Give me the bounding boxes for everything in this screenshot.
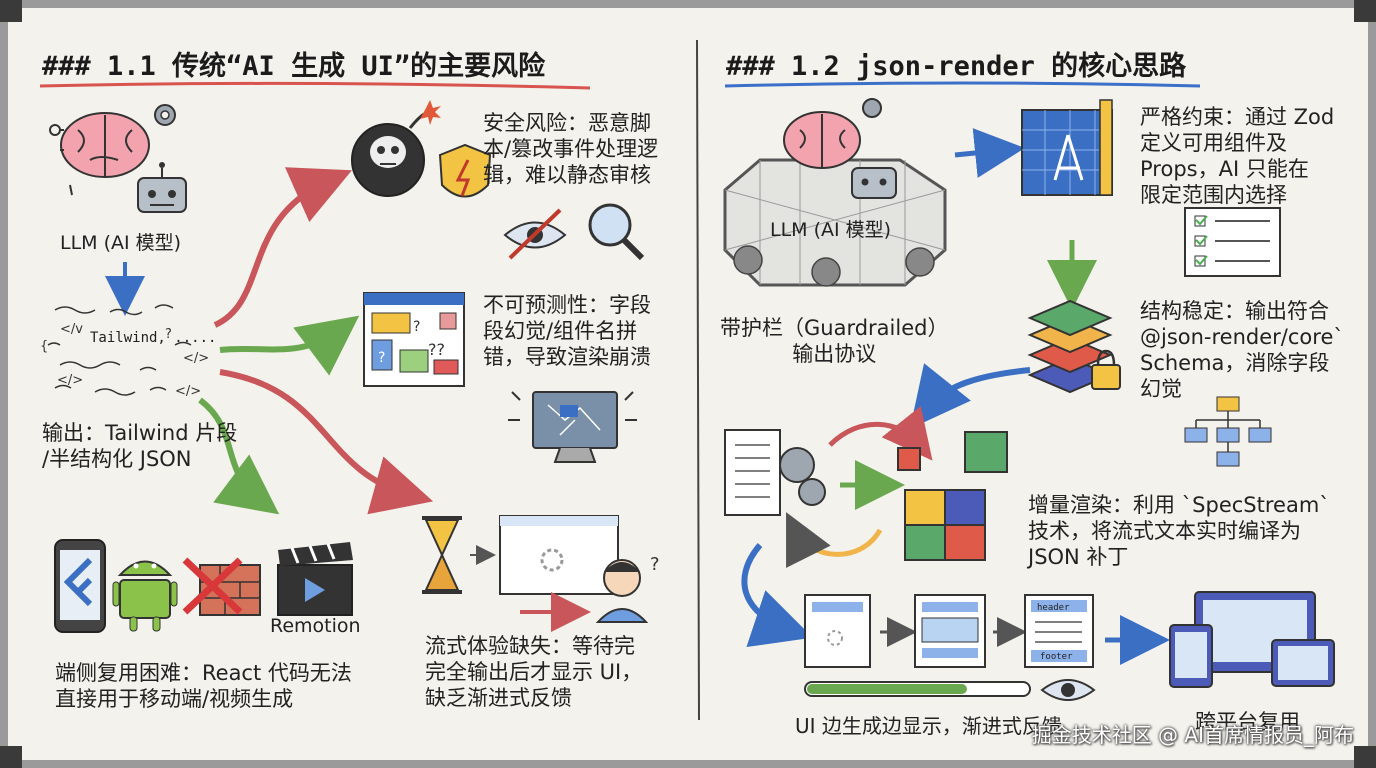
red-cycle-arrow	[828, 405, 933, 461]
eye-icon	[1040, 679, 1096, 701]
arrow-to-render	[909, 363, 1031, 429]
output-label: 输出：Tailwind 片段 /半结构化 JSON	[42, 421, 238, 471]
magnifier-icon	[588, 203, 645, 261]
scroll-document-icon	[724, 429, 826, 516]
yellow-cycle-arrow	[786, 512, 883, 569]
clapperboard-icon	[277, 542, 353, 616]
risk-streaming-text: 流式体验缺失：等待完 完全输出后才显示 UI， 缺乏渐进式反馈	[425, 634, 643, 710]
svg-text:</v: </v	[60, 322, 83, 337]
checklist-icon	[1184, 207, 1281, 277]
stream-window-2-icon	[914, 594, 986, 668]
broken-window-icon: ? ?? ?	[363, 292, 465, 387]
brain-icon	[49, 112, 150, 196]
incremental-render-text: 增量渲染：利用 `SpecStream` 技术，将流式文本实时编译为 JSON …	[1028, 493, 1330, 569]
svg-text:</>: </>	[183, 351, 209, 366]
arrow-to-unpredictable	[219, 315, 360, 376]
progress-bar-icon	[804, 681, 1031, 697]
strict-constraint-text: 严格约束：通过 Zod 定义可用组件及 Props，AI 只能在 限定范围内选择	[1140, 105, 1335, 207]
risk-unpredictable-text: 不可预测性：字段 段幻觉/组件名拼 错，导致渲染崩溃	[483, 293, 651, 369]
confused-user-icon: ?	[595, 554, 660, 623]
tree-structure-icon	[1184, 396, 1272, 467]
frame-corner-icon	[0, 746, 22, 768]
robot-icon	[851, 167, 897, 199]
svg-text:{: {	[40, 339, 48, 354]
multi-device-icon	[1169, 591, 1335, 688]
right-llm-label: LLM (AI 模型)	[770, 219, 892, 241]
arrow-to-reuse	[198, 397, 280, 515]
header-label: header	[1037, 603, 1070, 613]
arrow-to-blueprint	[954, 128, 1025, 178]
broken-monitor-icon	[508, 391, 637, 463]
stream-window-3-icon	[1024, 594, 1094, 668]
frame-corner-icon	[0, 0, 22, 22]
right-title-underline	[724, 81, 1201, 88]
footer-label: footer	[1040, 652, 1073, 662]
left-title-underline	[39, 81, 591, 90]
progressive-label: UI 边生成边显示，渐进式反馈	[795, 714, 1062, 738]
blueprint-icon	[1021, 99, 1113, 196]
cross-platform-label: 跨平台复用	[1195, 710, 1300, 734]
frame-corner-icon	[1354, 0, 1376, 22]
stream-window-1-icon	[804, 594, 871, 668]
hidden-eye-icon	[503, 208, 567, 260]
svg-text:</>: </>	[57, 373, 83, 388]
center-divider	[696, 39, 700, 721]
shield-icon	[438, 143, 492, 198]
brain-icon	[783, 111, 861, 169]
arrow-to-streaming	[219, 369, 434, 515]
android-icon	[112, 560, 178, 632]
brick-wall-cross-icon	[182, 557, 261, 616]
remotion-label: Remotion	[270, 615, 361, 637]
left-llm-label: LLM (AI 模型)	[60, 232, 182, 254]
svg-text:?: ?	[650, 554, 660, 575]
hourglass-icon	[422, 516, 462, 594]
scribble-text: Tailwind, .....	[90, 330, 217, 346]
bomb-skull-icon	[351, 100, 441, 197]
svg-text:?: ?	[378, 350, 385, 366]
svg-text:??: ??	[428, 340, 445, 359]
locked-layers-icon	[1027, 299, 1121, 394]
loading-window-icon	[499, 515, 619, 595]
svg-text:</>: </>	[175, 384, 201, 399]
puzzle-icon	[897, 431, 1008, 561]
robot-icon	[137, 162, 187, 213]
svg-text:?: ?	[165, 327, 172, 342]
code-scribble-icon: </v ? </> </> </> {	[40, 304, 209, 399]
arrow-to-stream	[741, 543, 813, 648]
right-title: ### 1.2 json-render 的核心思路	[726, 51, 1187, 82]
watermark: 掘金技术社区 @ AI首席情报员_阿布	[1031, 723, 1354, 747]
risk-reuse-text: 端侧复用困难：React 代码无法 直接用于移动端/视频生成	[55, 661, 352, 711]
arrow-to-security	[213, 167, 352, 328]
frame-corner-icon	[1354, 746, 1376, 768]
guardrail-label: 带护栏（Guardrailed） 输出协议	[720, 316, 949, 366]
stable-structure-text: 结构稳定：输出符合 @json-render/core` Schema，消除字段…	[1140, 299, 1344, 401]
risk-security-text: 安全风险：恶意脚 本/篡改事件处理逻 辑，难以静态审核	[483, 111, 659, 187]
svg-text:?: ?	[413, 319, 420, 335]
phone-icon	[54, 539, 106, 633]
gear-icon	[862, 98, 882, 118]
gear-icon	[154, 104, 176, 126]
left-title: ### 1.1 传统“AI 生成 UI”的主要风险	[42, 51, 546, 82]
